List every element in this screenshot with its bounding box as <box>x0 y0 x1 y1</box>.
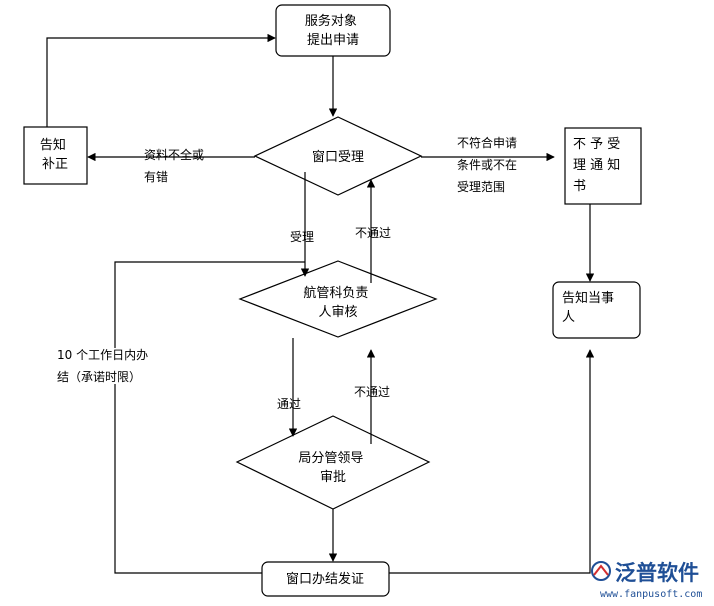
edge-issue-to-inform <box>389 349 595 574</box>
reject-notice-line-1: 不 予 受 <box>573 137 620 152</box>
review-diamond <box>238 260 438 338</box>
approve-text: 局分管领导 审批 <box>298 451 367 485</box>
edge-notify-to-apply <box>46 33 276 127</box>
reject-notice-line-2: 理 通 知 <box>573 157 620 173</box>
review-line-2: 人审核 <box>318 305 357 320</box>
watermark: 泛普软件 www.fanpusoft.com <box>591 561 702 600</box>
incomplete-line-1: 资料不全或 <box>144 147 204 162</box>
approve-line-1: 局分管领导 <box>298 451 363 466</box>
not-eligible-line-3: 受理范围 <box>457 180 505 194</box>
edge-deadline-loop-top <box>114 261 305 348</box>
apply-line-1: 服务对象 <box>305 13 357 29</box>
notify-fix-text: 告知 补正 <box>40 137 70 172</box>
edge-label-pass: 通过 <box>277 397 301 411</box>
notify-fix-box <box>23 126 88 185</box>
window-accept-diamond <box>253 116 423 196</box>
window-accept-text: 窗口受理 <box>312 149 364 165</box>
watermark-brand: 泛普软件 <box>615 561 699 585</box>
issue-text: 窗口办结发证 <box>286 571 364 587</box>
notify-fix-line-2: 补正 <box>42 157 68 172</box>
inform-party-text: 告知当事 人 <box>562 290 618 325</box>
inform-party-line-1: 告知当事 <box>562 290 614 306</box>
not-eligible-line-2: 条件或不在 <box>457 158 517 172</box>
edge-label-accept: 受理 <box>290 230 314 244</box>
apply-line-2: 提出申请 <box>307 32 359 48</box>
brand-logo-icon <box>591 561 611 581</box>
edge-label-fail-1: 不通过 <box>355 226 391 240</box>
reject-notice-box <box>564 127 642 205</box>
issue-box <box>261 561 390 597</box>
edge-label-deadline: 10 个工作日内办 结（承诺时限） <box>57 347 152 384</box>
review-line-1: 航管科负责 <box>303 285 368 301</box>
reject-notice-line-3: 书 <box>573 179 586 194</box>
notify-fix-line-1: 告知 <box>40 137 66 153</box>
edge-deadline-loop-left <box>114 384 262 574</box>
apply-box <box>275 4 391 57</box>
deadline-line-2: 结（承诺时限） <box>57 370 141 384</box>
apply-text: 服务对象 提出申请 <box>305 13 361 48</box>
review-text: 航管科负责 人审核 <box>303 285 372 320</box>
watermark-url: www.fanpusoft.com <box>600 589 702 600</box>
edge-label-incomplete: 资料不全或 有错 <box>144 147 208 184</box>
reject-notice-text: 不 予 受 理 通 知 书 <box>573 137 624 194</box>
edge-label-fail-2: 不通过 <box>354 385 390 399</box>
incomplete-line-2: 有错 <box>144 170 168 184</box>
inform-party-line-2: 人 <box>562 310 575 325</box>
inform-party-box <box>552 281 641 339</box>
edge-label-not-eligible: 不符合申请 条件或不在 受理范围 <box>457 135 521 194</box>
deadline-line-1: 10 个工作日内办 <box>57 347 148 362</box>
approve-line-2: 审批 <box>320 470 346 485</box>
not-eligible-line-1: 不符合申请 <box>457 135 517 150</box>
